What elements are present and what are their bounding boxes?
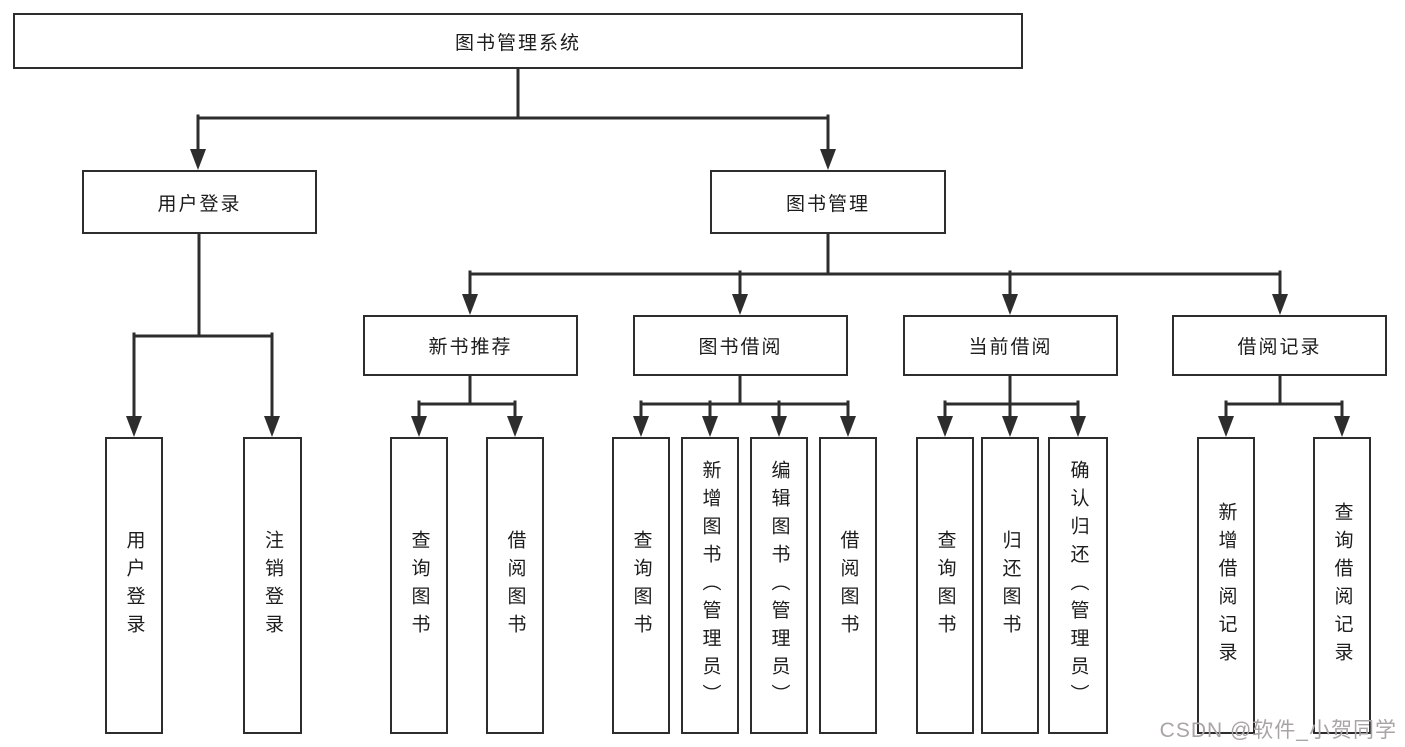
leaf-query-borrow-record: 查询借阅记录 bbox=[1313, 437, 1371, 734]
leaf-logout-label: 注销登录 bbox=[262, 529, 283, 642]
node-book-management-label: 图书管理 bbox=[785, 193, 870, 215]
leaf-edit-books-admin: 编辑图书（管理员） bbox=[750, 437, 808, 734]
leaf-borrow-books-2: 借阅图书 bbox=[819, 437, 877, 734]
node-book-borrow-label: 图书借阅 bbox=[698, 337, 783, 358]
connector-arrowhead bbox=[1070, 416, 1086, 437]
connector-arrowhead bbox=[771, 416, 787, 437]
connector-arrowhead bbox=[840, 416, 856, 437]
leaf-add-books-admin: 新增图书（管理员） bbox=[681, 437, 739, 734]
leaf-query-books-2-label: 查询图书 bbox=[630, 529, 652, 642]
connector-arrowhead bbox=[1002, 294, 1018, 315]
leaf-user-login: 用户登录 bbox=[105, 437, 163, 734]
connector-arrowhead bbox=[507, 416, 523, 437]
connector-arrowhead bbox=[1334, 416, 1350, 437]
connector-arrowhead bbox=[937, 416, 953, 437]
node-new-book-recommend-label: 新书推荐 bbox=[428, 337, 513, 358]
leaf-query-books-3-label: 查询图书 bbox=[934, 529, 956, 642]
connector-arrowhead bbox=[732, 294, 748, 315]
leaf-return-books: 归还图书 bbox=[981, 437, 1039, 734]
connector-arrowhead bbox=[633, 416, 649, 437]
leaf-query-books-1: 查询图书 bbox=[390, 437, 448, 734]
leaf-add-books-admin-label: 新增图书（管理员） bbox=[699, 459, 721, 712]
leaf-query-borrow-record-label: 查询借阅记录 bbox=[1331, 501, 1353, 670]
leaf-borrow-books-1-label: 借阅图书 bbox=[504, 529, 526, 642]
leaf-edit-books-admin-label: 编辑图书（管理员） bbox=[768, 459, 790, 712]
connector-arrowhead bbox=[1272, 294, 1288, 315]
node-user-login-label: 用户登录 bbox=[157, 193, 242, 215]
node-borrow-records-label: 借阅记录 bbox=[1237, 337, 1322, 358]
leaf-query-books-3: 查询图书 bbox=[916, 437, 974, 734]
leaf-add-borrow-record: 新增借阅记录 bbox=[1197, 437, 1255, 734]
node-current-borrow: 当前借阅 bbox=[903, 315, 1118, 376]
leaf-borrow-books-1: 借阅图书 bbox=[486, 437, 544, 734]
csdn-watermark: CSDN @软件_小贺同学 bbox=[1159, 719, 1397, 742]
node-new-book-recommend: 新书推荐 bbox=[363, 315, 578, 376]
node-root: 图书管理系统 bbox=[13, 13, 1023, 69]
node-current-borrow-label: 当前借阅 bbox=[968, 337, 1053, 358]
connector-arrowhead bbox=[462, 294, 478, 315]
node-root-label: 图书管理系统 bbox=[454, 32, 581, 54]
leaf-query-books-2: 查询图书 bbox=[612, 437, 670, 734]
leaf-query-books-1-label: 查询图书 bbox=[408, 529, 430, 642]
connector-arrowhead bbox=[264, 416, 280, 437]
leaf-return-books-label: 归还图书 bbox=[999, 529, 1021, 642]
leaf-borrow-books-2-label: 借阅图书 bbox=[837, 529, 859, 642]
connector-arrowhead bbox=[190, 149, 206, 170]
connector-arrowhead bbox=[1218, 416, 1234, 437]
connector-arrowhead bbox=[820, 149, 836, 170]
leaf-user-login-label: 用户登录 bbox=[123, 529, 145, 642]
connector-arrowhead bbox=[1002, 416, 1018, 437]
leaf-confirm-return-admin-label: 确认归还（管理员） bbox=[1067, 459, 1089, 712]
connector-arrowhead bbox=[411, 416, 427, 437]
node-book-borrow: 图书借阅 bbox=[633, 315, 848, 376]
leaf-logout: 注销登录 bbox=[243, 437, 302, 734]
connector-arrowhead bbox=[126, 416, 142, 437]
leaf-confirm-return-admin: 确认归还（管理员） bbox=[1048, 437, 1108, 734]
connector-arrowhead bbox=[702, 416, 718, 437]
node-book-management: 图书管理 bbox=[710, 170, 946, 234]
node-borrow-records: 借阅记录 bbox=[1172, 315, 1387, 376]
leaf-add-borrow-record-label: 新增借阅记录 bbox=[1215, 501, 1237, 670]
node-user-login: 用户登录 bbox=[82, 170, 317, 234]
